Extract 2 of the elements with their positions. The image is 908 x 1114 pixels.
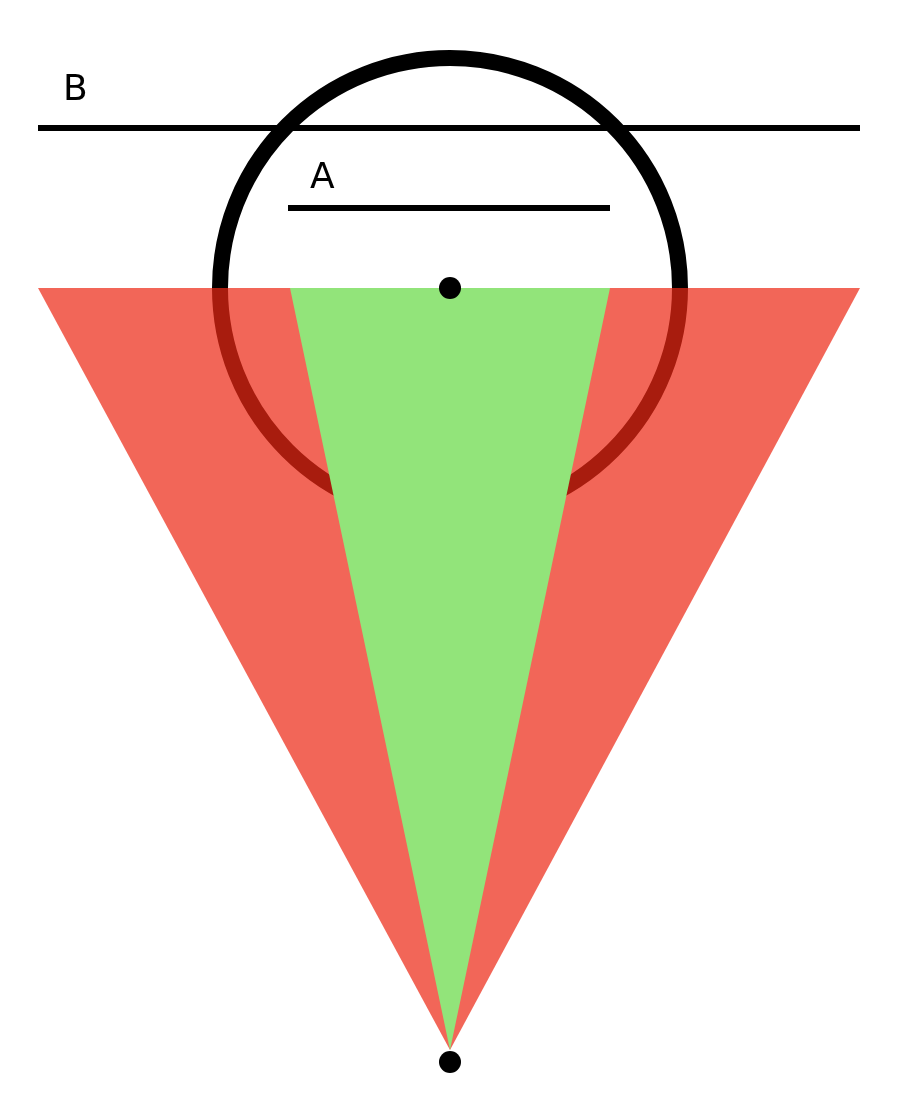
line-label: B	[63, 68, 88, 108]
line-label: A	[310, 156, 335, 196]
